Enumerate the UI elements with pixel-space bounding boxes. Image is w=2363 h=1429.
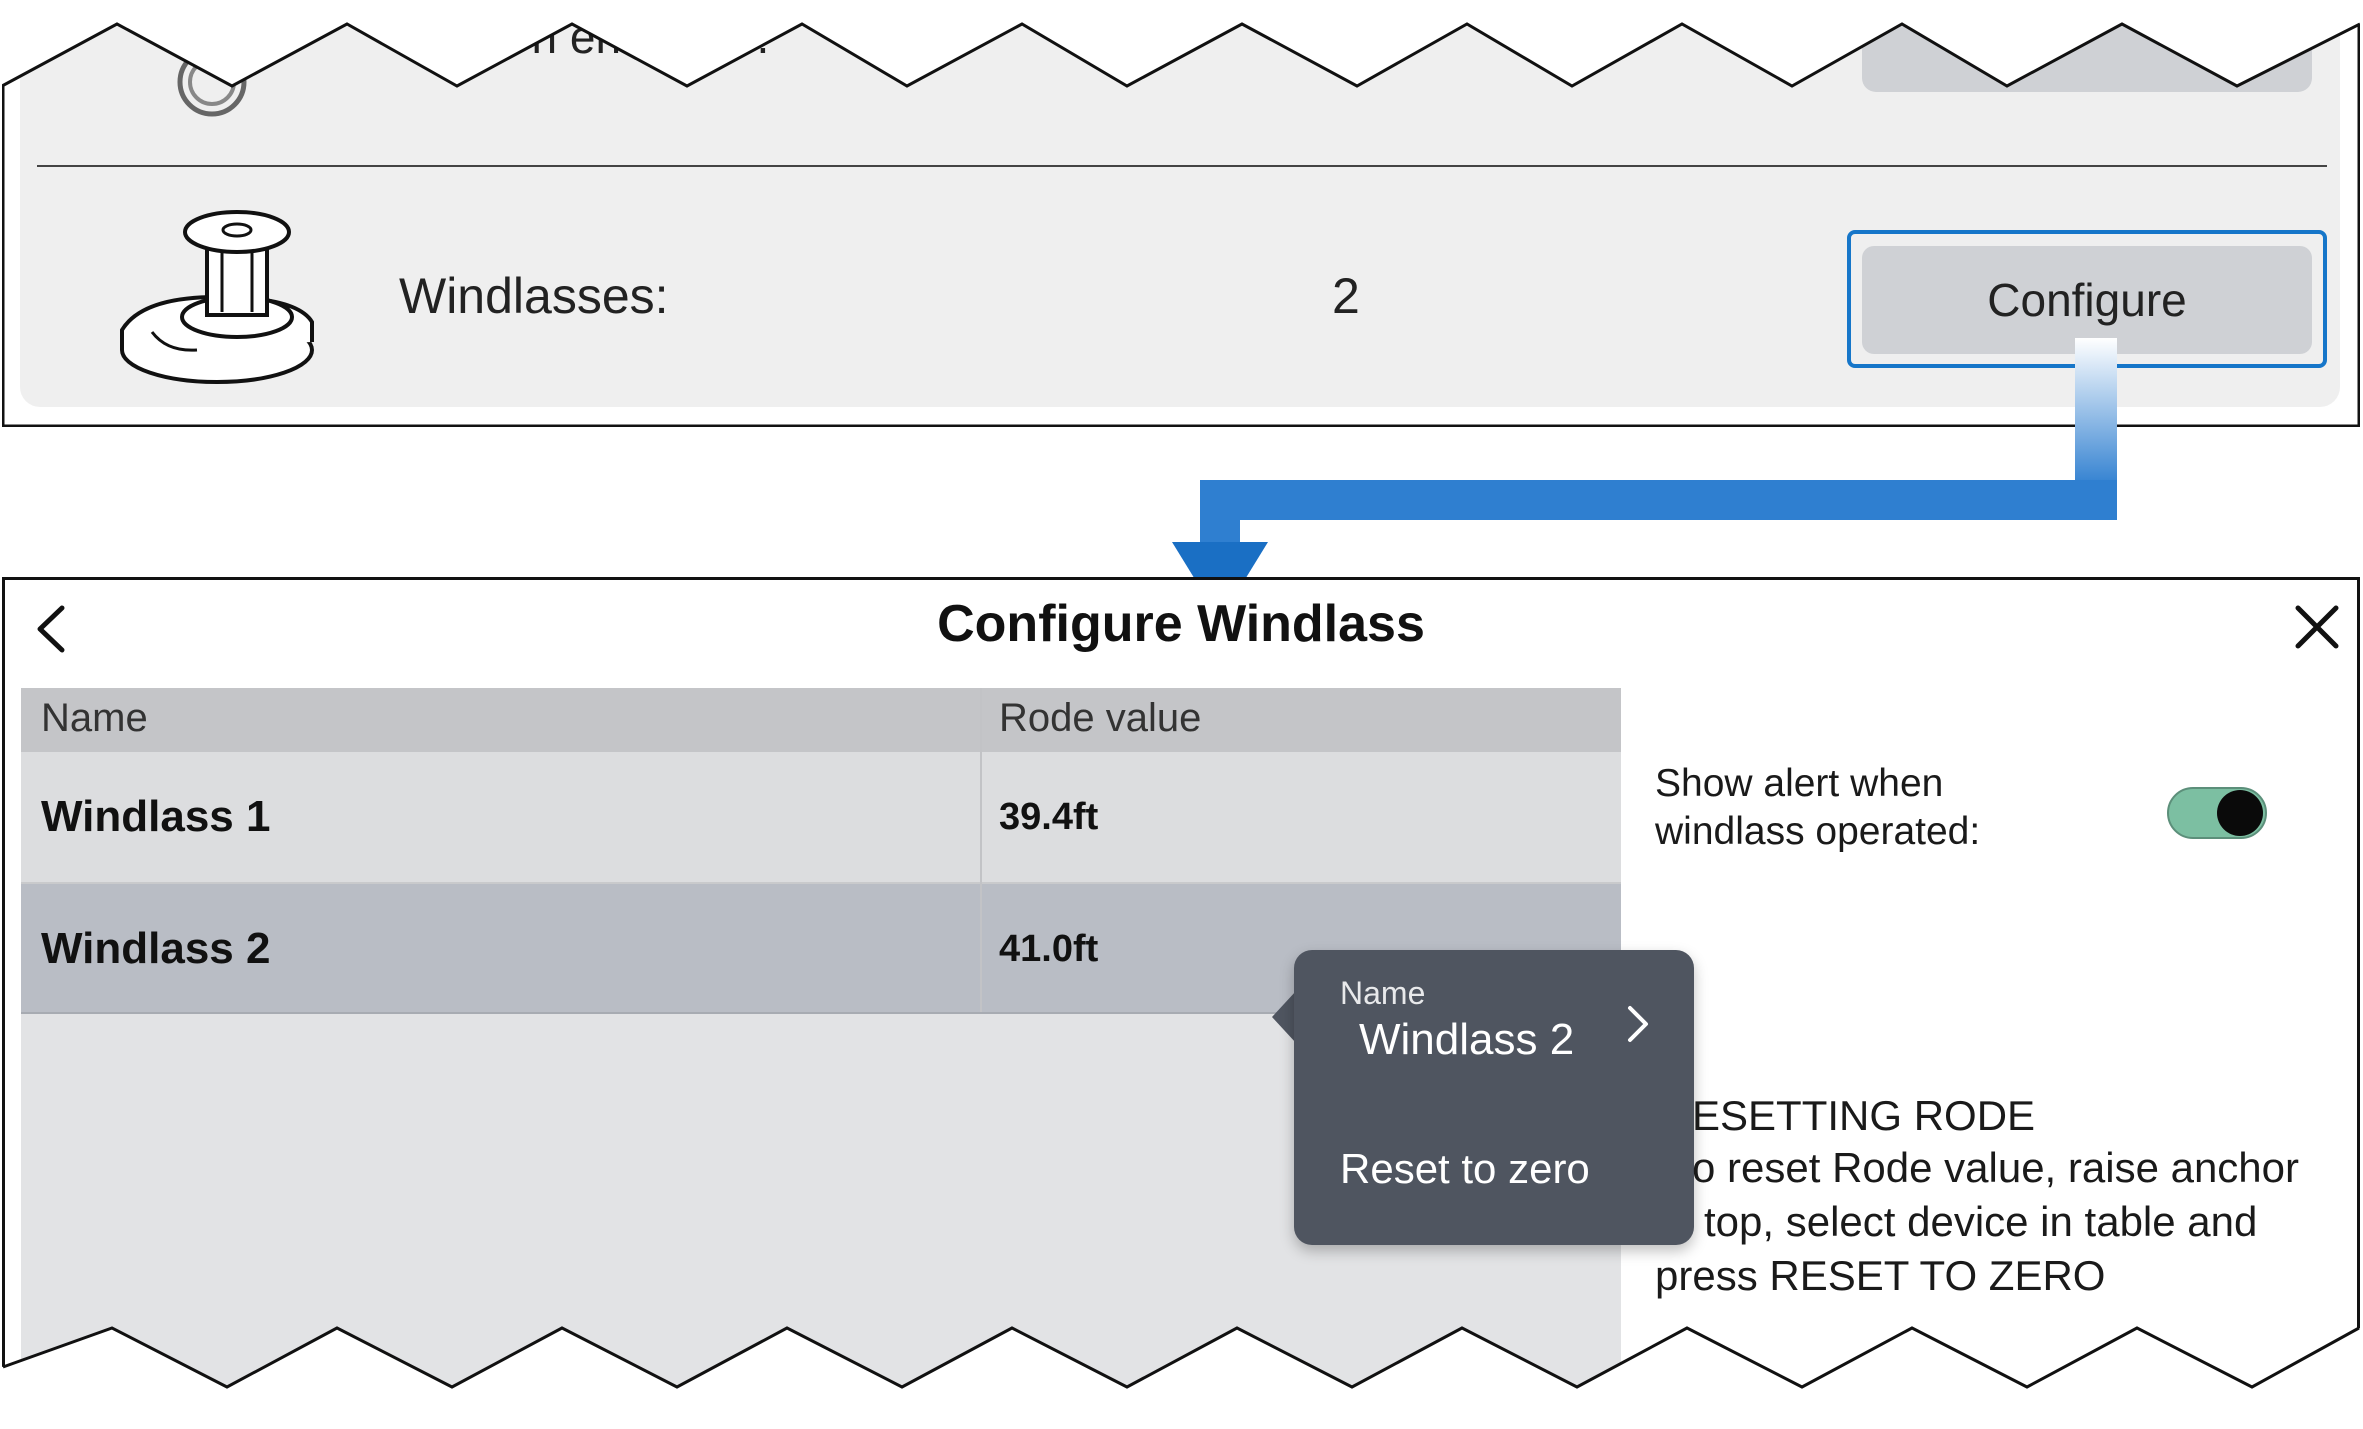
flow-arrow (1172, 338, 2117, 620)
torn-edge-bottom (2, 1326, 2360, 1429)
name-value: Windlass 2 (1359, 1015, 1575, 1064)
row-divider (37, 165, 2327, 167)
back-icon[interactable] (32, 602, 72, 657)
name-label: Name (1340, 975, 1426, 1011)
dialog-title: Configure Windlass (937, 595, 1425, 653)
row-name: Windlass 2 (41, 924, 271, 973)
help-text-line3: press RESET TO ZERO (1655, 1252, 2106, 1299)
help-text-line2: top, select device in table and (1704, 1198, 2258, 1245)
alert-label-line1: Show alert when (1655, 762, 1944, 805)
help-text-line1: o reset Rode value, raise anchor (1692, 1144, 2300, 1191)
chevron-right-icon (1628, 1006, 1648, 1042)
row-rode-value: 41.0ft (999, 928, 1099, 970)
alert-toggle-knob (2217, 790, 2263, 836)
help-heading: ESETTING RODE (1692, 1092, 2036, 1139)
row-name: Windlass 1 (41, 792, 271, 841)
table-header: Name Rode value (21, 688, 1621, 752)
column-header-name[interactable]: Name (41, 696, 148, 740)
row-rode-value: 39.4ft (999, 796, 1099, 838)
configure-button[interactable]: Configure (1862, 246, 2312, 354)
windlass-icon (120, 210, 314, 384)
row-context-menu: Name Windlass 2 Reset to zero (1294, 950, 1694, 1245)
windlasses-count: 2 (1332, 268, 1360, 324)
popup-pointer (1272, 991, 1296, 1043)
dialog-border (2, 577, 2360, 1429)
close-icon[interactable] (2292, 602, 2342, 652)
windlasses-label: Windlasses: (399, 268, 669, 324)
reset-to-zero-item[interactable]: Reset to zero (1340, 1145, 1590, 1192)
torn-edge-top (2, 2, 2360, 427)
column-divider (980, 688, 982, 1012)
configure-windlass-dialog: Configure Windlass Name Rode value Windl… (2, 577, 2360, 1429)
alert-label-line2: windlass operated: (1655, 810, 1981, 853)
column-header-rode[interactable]: Rode value (999, 696, 1202, 740)
table-row[interactable]: Windlass 1 39.4ft (21, 752, 1621, 884)
rename-menu-item[interactable]: Name Windlass 2 (1294, 950, 1694, 1100)
windlass-settings-panel: n of n env ent s. Windlasses: 2 Configur… (2, 2, 2360, 427)
